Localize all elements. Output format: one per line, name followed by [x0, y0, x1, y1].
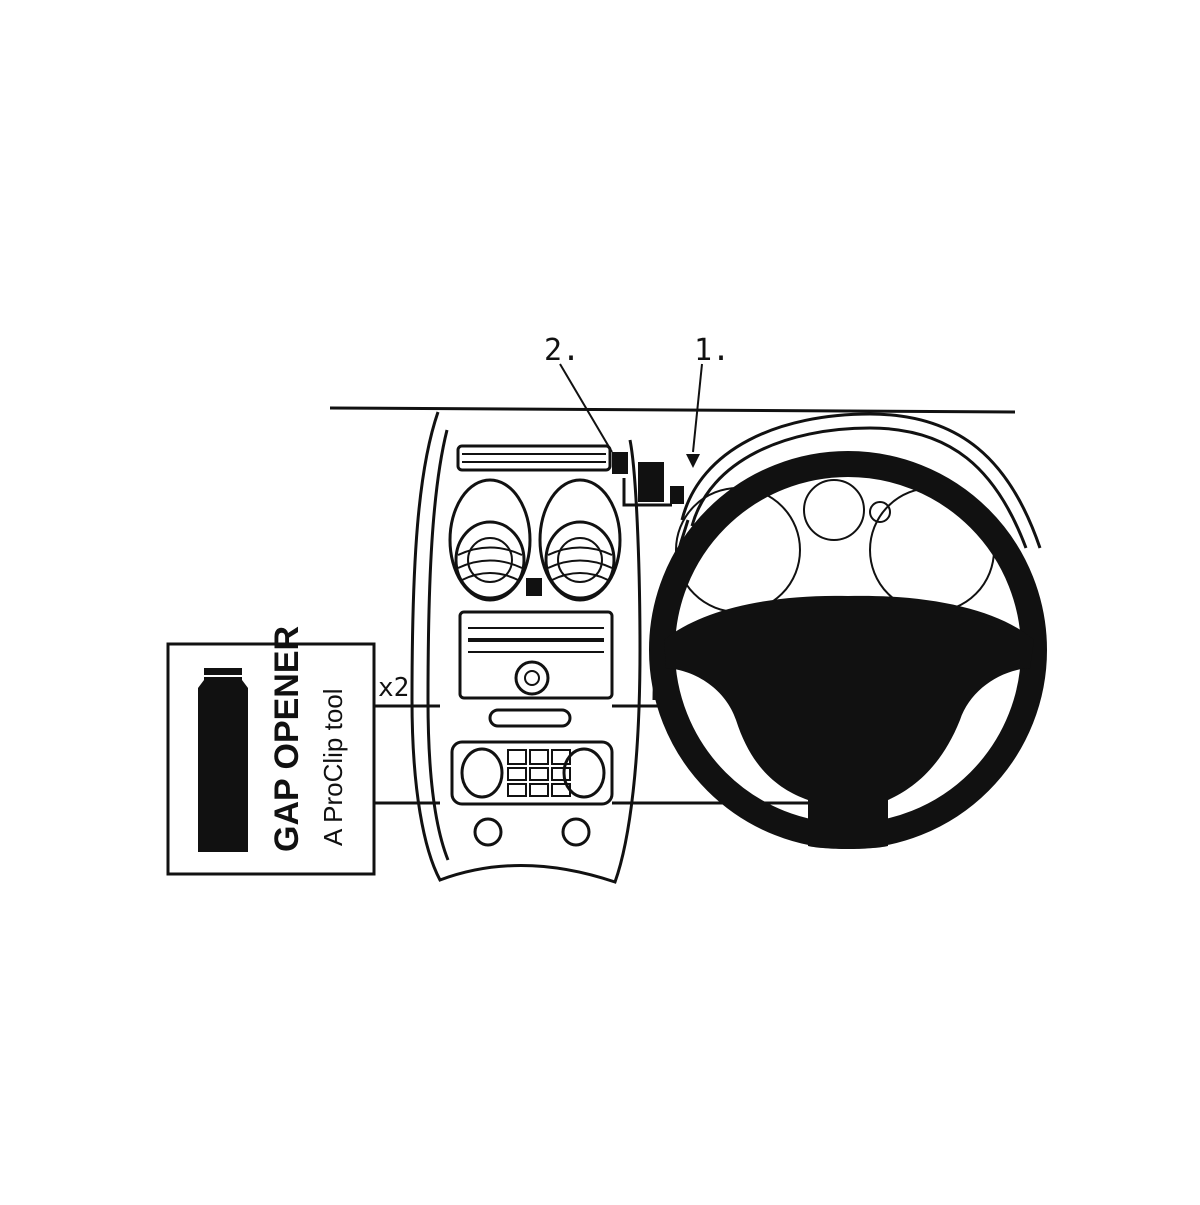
callout-1-leader — [692, 363, 703, 453]
lower-right-knob — [561, 817, 591, 847]
steering-wheel — [649, 451, 1047, 849]
hazard-button — [526, 578, 542, 596]
gap-opener-quantity: x2 — [378, 673, 409, 703]
callout-1-label: 1. — [694, 333, 730, 368]
gap-opener-title: GAP OPENER — [268, 626, 306, 852]
right-air-vent — [538, 478, 622, 602]
dashboard-top-line — [329, 406, 1016, 414]
storage-slot — [488, 708, 572, 728]
mounting-clips — [612, 452, 700, 507]
steering-wheel-hub — [664, 595, 1034, 849]
callout-2-label: 2. — [544, 333, 580, 368]
center-console — [410, 411, 642, 884]
gap-opener-box: GAP OPENER A ProClip tool — [166, 626, 376, 876]
callout-2-leader — [559, 363, 613, 453]
left-air-vent — [448, 478, 532, 602]
gap-opener-tool-icon — [198, 668, 248, 852]
lower-left-knob — [473, 817, 503, 847]
climate-panel — [450, 740, 614, 806]
radio-unit — [458, 610, 614, 700]
gap-opener-subtitle: A ProClip tool — [318, 688, 348, 846]
top-vent-slot — [456, 444, 612, 472]
